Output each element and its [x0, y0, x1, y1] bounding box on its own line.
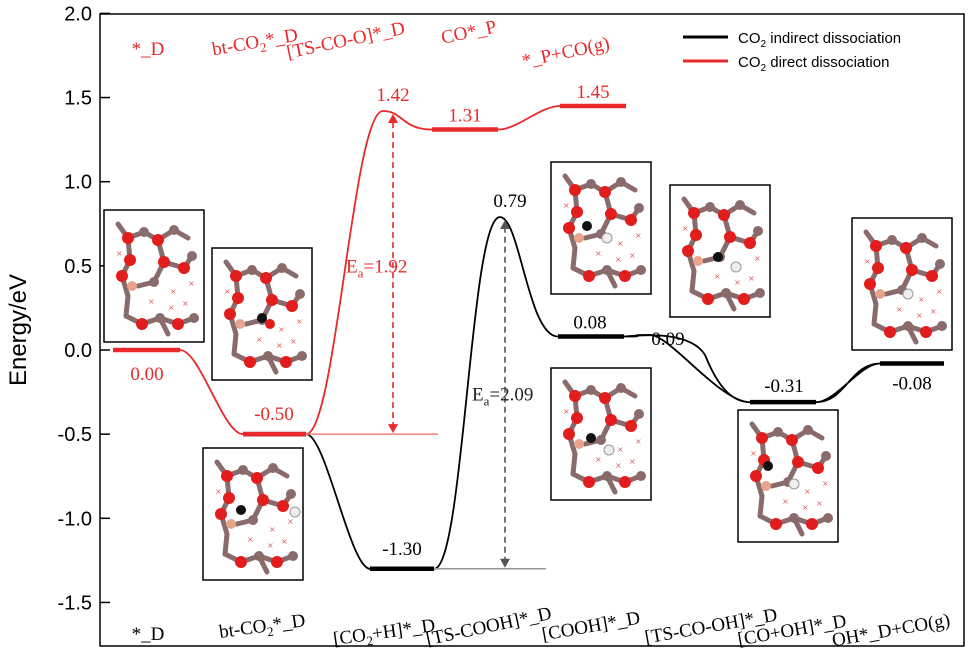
- legend-label-indirect: CO2 indirect dissociation: [738, 30, 901, 50]
- value-label-indirect-1: -1.30: [382, 539, 422, 560]
- structure-insets: [103, 161, 953, 581]
- category-text-top-cop: CO*_P: [439, 17, 498, 49]
- y-axis-label: Energy/eV: [5, 274, 32, 386]
- y-tick-label: 1.0: [64, 172, 92, 194]
- category-text-top-tsco: [TS-CO-O]*_D: [285, 18, 407, 64]
- y-tick-label: 0.5: [64, 256, 92, 278]
- structure-image-co2h: [202, 447, 304, 581]
- y-tick-label: 1.5: [64, 88, 92, 110]
- barrier-arrowhead-top-indirect: [500, 220, 510, 230]
- y-tick-label: 2.0: [64, 3, 92, 25]
- value-label-direct-3: 1.31: [448, 106, 481, 127]
- value-label-direct-0: 0.00: [130, 364, 163, 385]
- category-text-bottom-tscooh: [TS-COOH]*_D: [424, 603, 553, 650]
- y-axis: 2.0 1.5 1.0 0.5 0.0 -0.5 -1.0 -1.5 Energy/eV: [5, 3, 110, 614]
- value-label-direct-1: -0.50: [254, 404, 294, 425]
- value-labels: -1.30 0.79 0.08 0.09 -0.31 -0.08 0.00 -0.50 1.42…: [130, 82, 931, 560]
- y-tick-label: 0.0: [64, 340, 92, 362]
- category-label-bottom-tscooh: [TS-COOH]*_D: [424, 603, 553, 650]
- structure-image-cooh3: [737, 409, 839, 543]
- value-label-indirect-5: -0.31: [764, 376, 804, 397]
- category-label-top-cop: CO*_P: [439, 17, 498, 49]
- category-label-bottom-D: *_D: [132, 624, 165, 645]
- category-label-bottom-co2h: [CO2+H]*_D: [332, 615, 437, 653]
- category-text-bottom-bt: bt-CO2*_D: [218, 610, 307, 646]
- category-text-bottom-ohd: OH*_D+CO(g): [830, 610, 951, 651]
- barrier-label-direct: Ea=1.92: [346, 257, 407, 281]
- plot-frame: [99, 13, 965, 647]
- category-text-bottom-cooh: [COOH]*_D: [540, 608, 641, 646]
- value-label-indirect-4: 0.09: [651, 329, 684, 350]
- value-label-direct-2: 1.42: [376, 85, 409, 106]
- barrier-arrowhead-top-direct: [388, 114, 398, 124]
- category-label-bottom-ohd: OH*_D+CO(g): [830, 610, 951, 651]
- series-layer: [113, 103, 944, 572]
- value-label-indirect-2: 0.79: [493, 191, 526, 212]
- value-label-indirect-6: -0.08: [892, 373, 932, 394]
- value-label-indirect-3: 0.08: [573, 313, 606, 334]
- y-tick-label: -1.0: [58, 508, 92, 530]
- category-text-bottom-D: *_D: [132, 624, 165, 645]
- category-text-top-pco: *_P+CO(g): [520, 33, 611, 72]
- legend-label-direct: CO2 direct dissociation: [738, 54, 889, 74]
- barrier-arrowhead-bottom-indirect: [500, 558, 510, 568]
- connector-direct: [179, 105, 561, 436]
- structure-image-tscooh: [550, 367, 652, 501]
- category-label-bottom-cooh: [COOH]*_D: [540, 608, 641, 646]
- barrier-arrowhead-bottom-direct: [388, 424, 398, 434]
- structure-image-d: [103, 209, 205, 343]
- category-label-top-D: *_D: [132, 39, 165, 60]
- category-label-top-pco: *_P+CO(g): [520, 33, 611, 72]
- value-label-direct-4: 1.45: [576, 82, 609, 103]
- category-labels: *_D bt-CO2*_D [CO2+H]*_D[TS-COOH]*_D[COOH]…: [132, 17, 952, 653]
- structure-image-ohd: [851, 217, 953, 351]
- legend: CO2 indirect dissociation CO2 direct dis…: [683, 30, 901, 74]
- category-text-top-D: *_D: [132, 39, 165, 60]
- structure-image-tscooh2: [669, 184, 771, 318]
- connector-indirect: [305, 216, 881, 570]
- y-tick-label: -1.5: [58, 592, 92, 614]
- category-text-bottom-co2h: [CO2+H]*_D: [332, 615, 437, 653]
- category-label-top-tsco: [TS-CO-O]*_D: [285, 18, 407, 64]
- structure-image-cooh: [550, 161, 652, 295]
- y-tick-label: -0.5: [58, 424, 92, 446]
- barrier-label-indirect: Ea=2.09: [472, 384, 533, 408]
- category-label-bottom-bt: bt-CO2*_D: [218, 610, 307, 646]
- structure-image-bt: [211, 247, 313, 381]
